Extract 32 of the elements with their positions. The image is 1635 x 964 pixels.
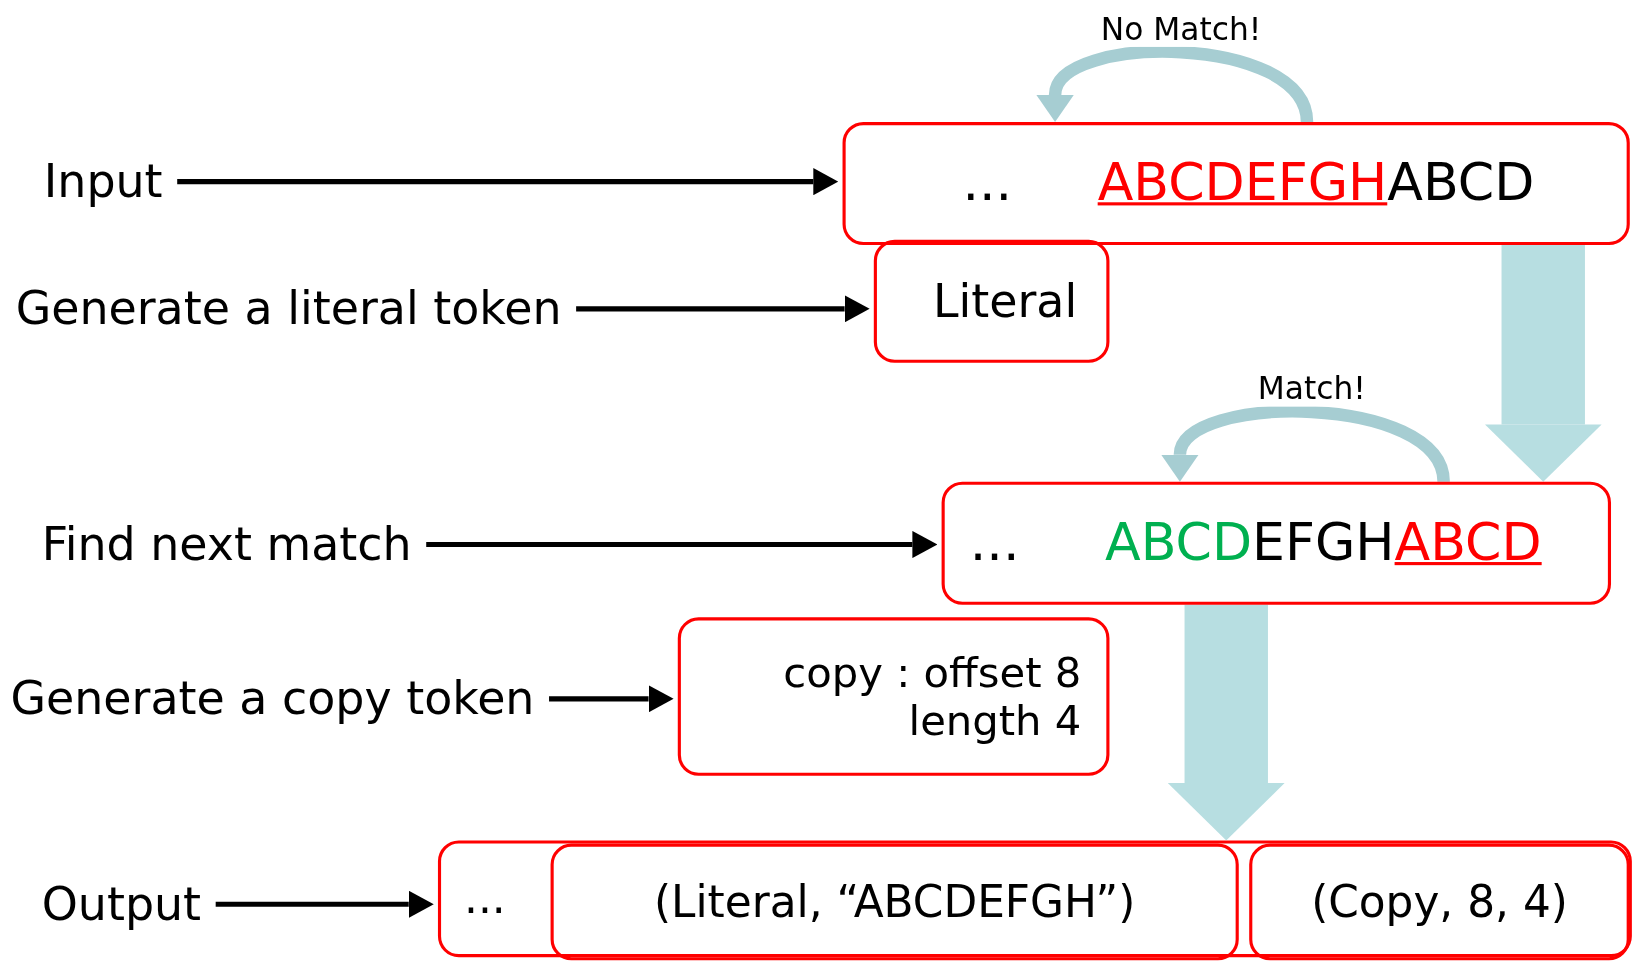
box-text: ... xyxy=(969,513,1020,574)
box-text: ABCD xyxy=(1387,153,1535,214)
arrow xyxy=(426,530,938,559)
step-label: Find next match xyxy=(41,519,412,570)
block-arrow xyxy=(1484,245,1602,482)
arrow xyxy=(177,168,839,196)
rounded-box xyxy=(550,843,1239,961)
rounded-box xyxy=(842,122,1630,246)
box-text: copy : offset 8 length 4 xyxy=(782,648,1082,745)
box-text: ... xyxy=(962,153,1013,214)
rounded-box xyxy=(873,239,1110,363)
box-text: ... xyxy=(464,873,506,924)
step-label: Output xyxy=(41,879,202,930)
step-label: Generate a literal token xyxy=(15,283,562,335)
arrow xyxy=(576,295,870,323)
box-text: EFGH xyxy=(1252,513,1395,574)
rounded-box xyxy=(437,840,1632,958)
curved-arrow xyxy=(1037,45,1314,124)
step-label: Generate a copy token xyxy=(10,673,535,725)
arrow xyxy=(215,890,434,918)
curved-arrow xyxy=(1162,405,1450,484)
box-text: (Copy, 8, 4) xyxy=(1311,876,1568,928)
box-text: ABCD xyxy=(1394,513,1542,574)
box-text: ABCDEFGH xyxy=(1097,153,1388,214)
step-label: Input xyxy=(43,156,163,207)
box-text: Literal xyxy=(932,274,1078,328)
arrow xyxy=(549,685,674,713)
box-text: (Literal, “ABCDEFGH”) xyxy=(653,876,1136,928)
rounded-box xyxy=(1249,843,1630,961)
rounded-box xyxy=(677,617,1110,776)
box-text: ABCD xyxy=(1104,513,1253,574)
rounded-box xyxy=(941,481,1611,605)
